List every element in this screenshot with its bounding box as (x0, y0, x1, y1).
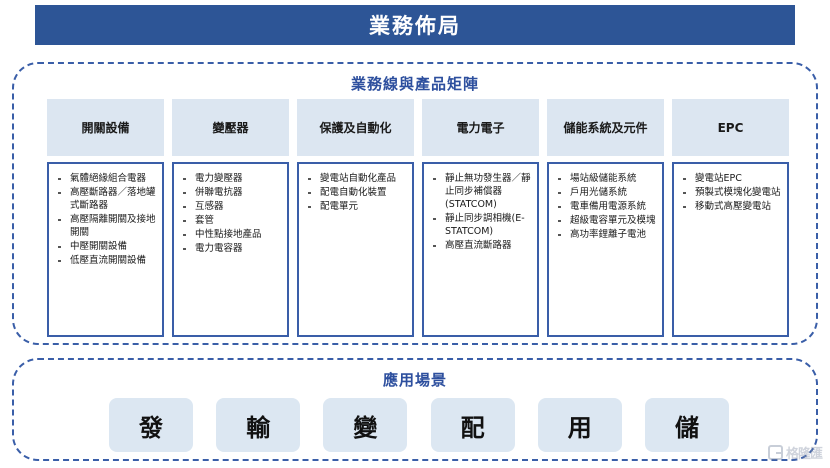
watermark: 格隆匯 (767, 443, 823, 462)
business-matrix-heading: 業務線與產品矩陣 (350, 75, 479, 93)
matrix-list-item: 超級電容單元及模塊 (554, 214, 657, 227)
matrix-list-item: 高壓直流斷路器 (429, 239, 532, 252)
scenario-box[interactable]: 變 (323, 398, 408, 452)
matrix-list-item: 高功率鋰離子電池 (554, 228, 657, 241)
matrix-column: 電力電子靜止無功發生器／靜止同步補償器(STATCOM)靜止同步調相機(E-ST… (422, 99, 539, 337)
matrix-item-list: 電力變壓器併聯電抗器互感器套管中性點接地產品電力電容器 (179, 172, 282, 255)
matrix-list-item: 電力變壓器 (179, 172, 282, 185)
matrix-list-item: 高壓隔離開關及接地開關 (54, 213, 157, 239)
matrix-column-body: 靜止無功發生器／靜止同步補償器(STATCOM)靜止同步調相機(E-STATCO… (422, 162, 539, 337)
matrix-item-list: 變電站自動化產品配電自動化裝置配電單元 (304, 172, 407, 213)
page-title-banner: 業務佈局 (35, 5, 795, 45)
matrix-column-body: 變電站自動化產品配電自動化裝置配電單元 (297, 162, 414, 337)
matrix-column-header[interactable]: 保護及自動化 (297, 99, 414, 156)
matrix-column-body: 電力變壓器併聯電抗器互感器套管中性點接地產品電力電容器 (172, 162, 289, 337)
matrix-list-item: 配電自動化裝置 (304, 186, 407, 199)
matrix-list-item: 預製式模塊化變電站 (679, 186, 782, 199)
matrix-column: 保護及自動化變電站自動化產品配電自動化裝置配電單元 (297, 99, 414, 337)
matrix-column-header[interactable]: 開關設備 (47, 99, 164, 156)
matrix-column-header[interactable]: 儲能系統及元件 (547, 99, 664, 156)
matrix-column: 開關設備氣體絕緣組合電器高壓斷路器／落地罐式斷路器高壓隔離開關及接地開關中壓開關… (47, 99, 164, 337)
matrix-list-item: 氣體絕緣組合電器 (54, 172, 157, 185)
matrix-list-item: 互感器 (179, 200, 282, 213)
scenario-box[interactable]: 儲 (644, 398, 729, 452)
application-scenario-heading: 應用場景 (382, 371, 447, 389)
scenario-box[interactable]: 發 (109, 398, 193, 452)
matrix-list-item: 變電站EPC (679, 172, 782, 185)
matrix-list-item: 場站級儲能系統 (554, 172, 657, 185)
matrix-column: 變壓器電力變壓器併聯電抗器互感器套管中性點接地產品電力電容器 (172, 99, 289, 337)
scenario-box[interactable]: 用 (537, 398, 622, 452)
matrix-list-item: 中性點接地產品 (179, 228, 282, 241)
matrix-columns-row: 開關設備氣體絕緣組合電器高壓斷路器／落地罐式斷路器高壓隔離開關及接地開關中壓開關… (47, 99, 789, 337)
matrix-list-item: 中壓開關設備 (54, 240, 157, 253)
page-title: 業務佈局 (369, 14, 461, 38)
matrix-item-list: 場站級儲能系統戶用光儲系統電車備用電源系統超級電容單元及模塊高功率鋰離子電池 (554, 172, 657, 241)
matrix-list-item: 靜止同步調相機(E-STATCOM) (429, 212, 532, 238)
matrix-list-item: 低壓直流開關設備 (54, 254, 157, 267)
matrix-item-list: 靜止無功發生器／靜止同步補償器(STATCOM)靜止同步調相機(E-STATCO… (429, 172, 532, 252)
matrix-column-header[interactable]: 電力電子 (422, 99, 539, 156)
scenario-boxes-row: 發輸變配用儲 (109, 398, 729, 452)
matrix-list-item: 併聯電抗器 (179, 186, 282, 199)
scenario-box[interactable]: 輸 (216, 398, 301, 452)
matrix-column-header[interactable]: EPC (672, 99, 789, 156)
matrix-item-list: 氣體絕緣組合電器高壓斷路器／落地罐式斷路器高壓隔離開關及接地開關中壓開關設備低壓… (54, 172, 157, 267)
watermark-text: 格隆匯 (785, 447, 823, 462)
matrix-list-item: 電車備用電源系統 (554, 200, 657, 213)
application-scenario-panel: 應用場景 發輸變配用儲 (12, 358, 818, 461)
matrix-list-item: 高壓斷路器／落地罐式斷路器 (54, 186, 157, 212)
matrix-column-body: 場站級儲能系統戶用光儲系統電車備用電源系統超級電容單元及模塊高功率鋰離子電池 (547, 162, 664, 337)
matrix-list-item: 戶用光儲系統 (554, 186, 657, 199)
matrix-column-body: 氣體絕緣組合電器高壓斷路器／落地罐式斷路器高壓隔離開關及接地開關中壓開關設備低壓… (47, 162, 164, 337)
matrix-list-item: 套管 (179, 214, 282, 227)
matrix-list-item: 移動式高壓變電站 (679, 200, 782, 213)
matrix-list-item: 配電單元 (304, 200, 407, 213)
business-matrix-panel: 業務線與產品矩陣 開關設備氣體絕緣組合電器高壓斷路器／落地罐式斷路器高壓隔離開關… (12, 62, 818, 345)
matrix-column-header[interactable]: 變壓器 (172, 99, 289, 156)
matrix-column: 儲能系統及元件場站級儲能系統戶用光儲系統電車備用電源系統超級電容單元及模塊高功率… (547, 99, 664, 337)
matrix-list-item: 變電站自動化產品 (304, 172, 407, 185)
scenario-box[interactable]: 配 (430, 398, 515, 452)
watermark-logo-icon (767, 445, 783, 460)
matrix-list-item: 電力電容器 (179, 242, 282, 255)
matrix-list-item: 靜止無功發生器／靜止同步補償器(STATCOM) (429, 172, 532, 211)
